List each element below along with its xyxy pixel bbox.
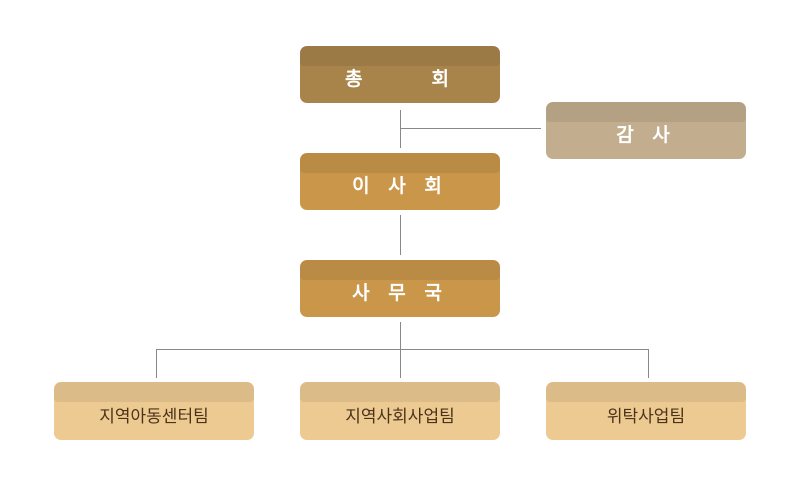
node-label: 위탁사업팀 (606, 406, 686, 427)
node-label: 이 사 회 (352, 175, 448, 197)
connector-team-1 (156, 349, 157, 378)
connector-teams-horizontal (156, 349, 649, 350)
node-secretariat: 사 무 국 (300, 260, 500, 317)
node-label: 지역아동센터팀 (99, 406, 209, 427)
connector-board-office (400, 215, 401, 255)
node-label: 사 무 국 (352, 282, 448, 304)
node-label: 감 사 (616, 124, 676, 146)
node-team-childcare-center: 지역아동센터팀 (54, 382, 254, 440)
connector-office-down (400, 322, 401, 378)
connector-audit (400, 128, 541, 129)
connector-general-board (400, 110, 401, 148)
node-label: 지역사회사업팀 (345, 406, 455, 427)
node-general-assembly: 총 회 (300, 46, 500, 103)
node-team-consignment: 위탁사업팀 (546, 382, 746, 440)
node-team-community: 지역사회사업팀 (300, 382, 500, 440)
connector-team-3 (648, 349, 649, 378)
node-label: 총 회 (344, 68, 456, 90)
node-audit: 감 사 (546, 102, 746, 159)
node-board: 이 사 회 (300, 153, 500, 210)
